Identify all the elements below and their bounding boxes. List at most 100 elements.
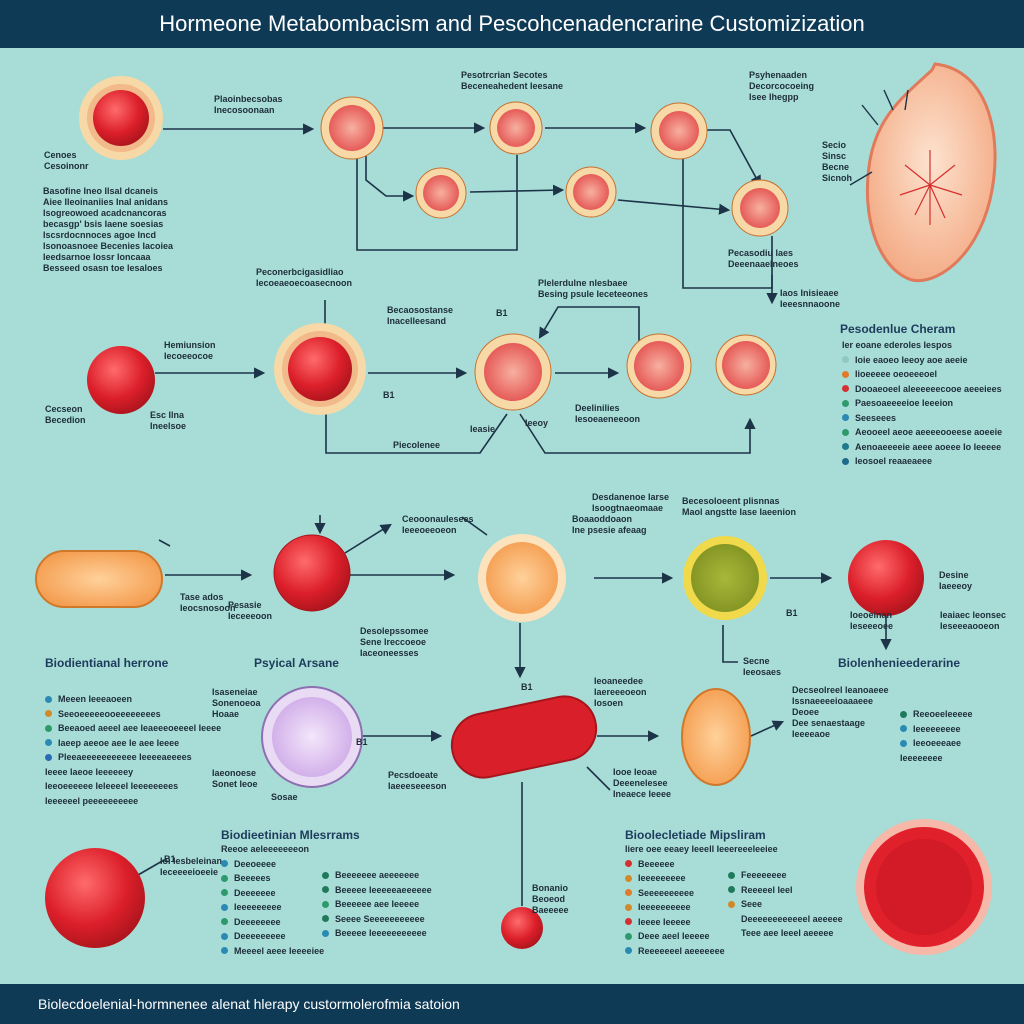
legend-item: Meeeel aeee Ieeeeiee	[221, 944, 324, 959]
legend-item-label: Ieeeeeeeee	[638, 873, 686, 883]
annotation-label: Secio Sinsc Becne Sicnoh	[822, 140, 853, 183]
legend-item-label: Deeeeeeee	[234, 916, 281, 927]
legend-item: Feeeeeeee	[728, 868, 843, 883]
annotation-label: Ieaiaec leonsec Ieseeeaooeon	[940, 610, 1007, 631]
legend-dot-icon	[322, 915, 329, 923]
legend-dot-icon	[45, 739, 52, 747]
legend-item: Deeeeeeee	[221, 915, 324, 930]
legend-item: Deeeeeeeeeeeel aeeeee	[728, 912, 843, 927]
legend-dot-icon	[728, 930, 735, 937]
legend-item-label: Feeeeeeee	[741, 870, 787, 880]
legend-dot-icon	[45, 724, 52, 732]
cell-capsule-orange	[35, 550, 163, 608]
legend-extra-line: Ieeoeeeeee Ieleeeel Ieeeeeeees	[45, 781, 179, 791]
legend-item-label: Aenoaeeeeie aeee aoeee Io Ieeeee	[855, 441, 1002, 452]
legend-subtitle: Iiere oee eeaey Ieeell Ieeereeeleeiee	[625, 844, 778, 854]
annotation-label: Cecseon Becedion	[45, 404, 86, 425]
cell-red-striped	[273, 534, 351, 612]
legend-item: Paesoaeeeeioe Ieeeion	[842, 396, 1002, 411]
annotation-label: Cenoes Cesoinonr	[44, 150, 89, 171]
annotation-label: Decseolreel leanoaeee Issnaeeeeioaaaeee …	[792, 685, 889, 739]
legend-item: Reeoeeleeeee	[900, 707, 973, 722]
annotation-label: Deelinilies Iesoeaeneeoon	[575, 403, 641, 424]
legend-item-label: Paesoaeeeeioe Ieeeion	[855, 398, 954, 408]
legend-item-label: Seee	[741, 899, 763, 909]
legend-item-label: Beeeee Ieeeeeeeeeee	[335, 928, 427, 938]
legend-item-label: Beeaoed aeeel aee Ieaeeeoeeeel Ieeee	[58, 723, 222, 733]
legend-item: Ieeeeeeeee	[900, 722, 973, 737]
annotation-label: Pecasodiu laes Deeenaaelneoes	[728, 248, 799, 269]
cell-capsule-red	[450, 695, 598, 779]
legend-extra-line: Ieeeeeeee	[900, 752, 943, 763]
legend-item: Beeeeee aee Ieeeee	[322, 897, 432, 912]
legend-dot-icon	[625, 918, 632, 926]
legend-dot-icon	[900, 739, 907, 747]
legend-item: Iioeeeee oeoeeeoel	[842, 367, 1002, 382]
legend-dot-icon	[221, 903, 228, 911]
legend-item: Ieeeeeeeeee	[625, 900, 778, 915]
annotation-label: Secne Ieeosaes	[743, 656, 782, 677]
annotation-label: Ieeoy	[525, 418, 549, 428]
small-mark: B1	[496, 308, 508, 318]
section-heading: Biodieetinian Mlesrrams	[221, 828, 360, 842]
legend-dot-icon	[221, 918, 228, 926]
annotation-label: Ioi Iesbeleinan Ieceeeeioeeie	[160, 856, 223, 877]
annotation-label: Plaoinbecsobas Inecosoonaan	[214, 94, 283, 115]
legend-item: Beeeee Ieeeeeaeeeeee	[322, 883, 432, 898]
section-heading: Psyical Arsane	[254, 656, 339, 670]
legend-item-label: Ieeee Ieeeee	[638, 916, 691, 927]
legend-item-label: Pleeaeeeeeeeeeee Ieeeeaeeees	[58, 752, 192, 762]
legend-dot-icon	[728, 886, 735, 894]
legend-item: Reeeeel Ieel	[728, 883, 843, 898]
legend-dot-icon	[625, 874, 632, 882]
annotation-label: Ieasie	[470, 424, 496, 434]
cell-slice-center	[474, 333, 552, 411]
legend-dot-icon	[842, 457, 849, 465]
legend-extra-line: Ieeeeeel peeeeeeeeee	[45, 795, 139, 806]
legend-item-label: Reeoeeleeeee	[913, 709, 973, 719]
legend-item: Deeeeeeeee	[221, 929, 324, 944]
legend-item-label: Ieeeeeeeee	[234, 902, 282, 912]
cell-red-ring-mid	[274, 323, 366, 415]
legend-item: Aeooeel aeoe aeeeeooeese aoeeie	[842, 425, 1002, 440]
annotation-label: Ieoaneedee Iaereeeoeon Iosoen	[594, 676, 647, 708]
cell-green-mottled	[683, 536, 767, 620]
small-mark: B1	[383, 390, 395, 400]
legend-dot-icon	[45, 695, 52, 703]
legend-item: Deeoeeee	[221, 857, 324, 872]
cell-slice-right-1	[626, 333, 692, 399]
legend-dot-icon	[625, 903, 632, 911]
legend-dot-icon	[221, 860, 228, 868]
annotation-label: Iooe Ieoae Deeenelesee Ineaece Ieeee	[613, 767, 672, 799]
annotation-label: Pecsdoeate Iaeeeseeeson	[388, 770, 447, 791]
annotation-label: Isaseneiae Sonenoeoa Hoaae	[212, 687, 261, 719]
cell-slice-right-2	[715, 334, 777, 396]
legend-dot-icon	[221, 947, 228, 955]
small-mark: B1	[164, 854, 176, 864]
small-mark: B1	[356, 737, 368, 747]
cell-slice-1	[320, 96, 384, 160]
legend-item-label: Beeeeee aee Ieeeee	[335, 899, 420, 909]
annotation-label: Desolepssomee Sene Ireccoeoe Iaceoneesse…	[360, 626, 429, 658]
legend-item-label: Beeeeeee aeeeeeee	[335, 870, 420, 880]
legend-dot-icon	[45, 753, 52, 761]
section-heading: Bioolecletiade Mipsliram	[625, 828, 766, 842]
legend-dot-icon	[322, 886, 329, 894]
legend-item-label: Seeee Seeeeeeeeeee	[335, 913, 425, 924]
small-mark: B1	[786, 608, 798, 618]
legend-item: Beeaoed aeeel aee Ieaeeeoeeeel Ieeee	[45, 721, 221, 736]
legend-dot-icon	[625, 889, 632, 897]
legend-item: Seee	[728, 897, 843, 912]
legend-item: Beeeeee	[625, 857, 778, 872]
legend-item-label: Ieeoeeeaee	[913, 738, 962, 748]
legend-item: Deeeeeee	[221, 886, 324, 901]
legend-item: Dooaeoeel aleeeeeecooe aeeeiees	[842, 382, 1002, 397]
legend-item: Teee aee Ieeel aeeeee	[728, 926, 843, 941]
legend-item-label: Iioeeeee oeoeeeoel	[855, 369, 938, 379]
legend-dot-icon	[842, 399, 849, 407]
